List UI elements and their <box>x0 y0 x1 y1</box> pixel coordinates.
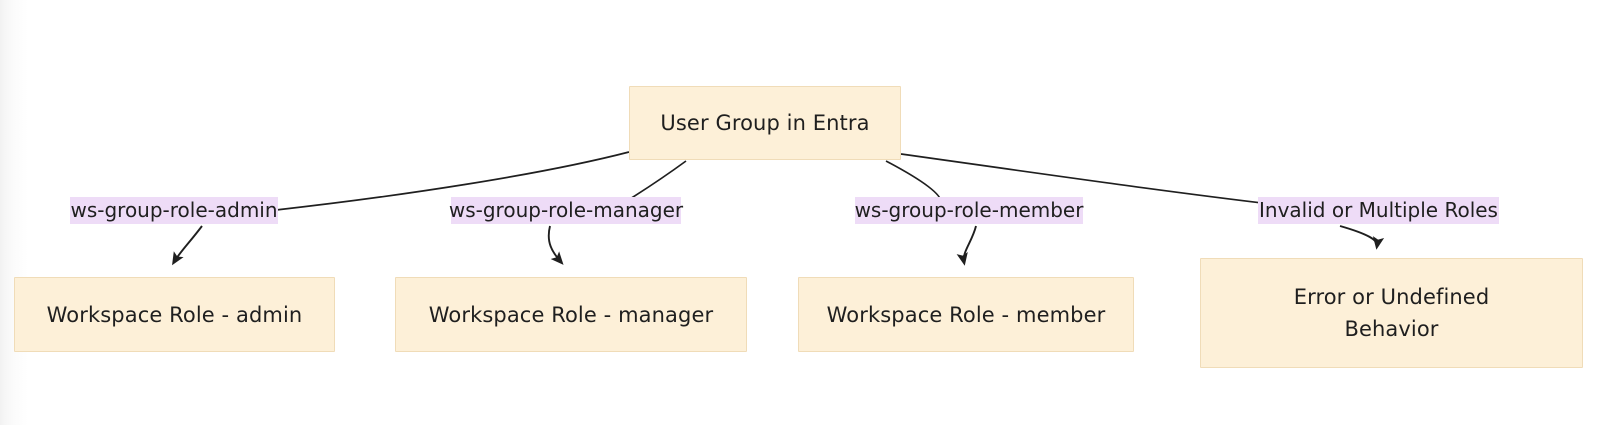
node-error-or-undefined-behavior[interactable]: Error or Undefined Behavior <box>1200 258 1583 368</box>
edge-member-label-to-node <box>956 225 977 266</box>
node-user-group-entra[interactable]: User Group in Entra <box>629 86 901 160</box>
edge-label-ws-group-role-admin: ws-group-role-admin <box>70 197 278 224</box>
edge-label-ws-group-role-member: ws-group-role-member <box>855 197 1083 224</box>
edge-manager-label-to-node <box>547 225 564 265</box>
node-error-or-undefined-behavior-label: Error or Undefined Behavior <box>1293 285 1490 341</box>
node-workspace-role-manager-label: Workspace Role - manager <box>428 302 714 327</box>
edge-label-ws-group-role-admin-text: ws-group-role-admin <box>70 198 278 222</box>
edge-label-ws-group-role-manager-text: ws-group-role-manager <box>448 198 684 222</box>
node-workspace-role-admin[interactable]: Workspace Role - admin <box>14 277 335 352</box>
node-workspace-role-member-label: Workspace Role - member <box>826 302 1106 327</box>
node-workspace-role-admin-label: Workspace Role - admin <box>46 302 303 327</box>
edge-admin-label-to-node <box>172 225 203 266</box>
node-workspace-role-manager[interactable]: Workspace Role - manager <box>395 277 747 352</box>
node-workspace-role-member[interactable]: Workspace Role - member <box>798 277 1134 352</box>
edge-label-invalid-or-multiple-roles-text: Invalid or Multiple Roles <box>1259 198 1498 222</box>
node-user-group-entra-label: User Group in Entra <box>660 111 870 135</box>
edge-invalid-label-to-node <box>1339 225 1385 250</box>
edge-label-ws-group-role-member-text: ws-group-role-member <box>854 198 1084 222</box>
edge-label-invalid-or-multiple-roles: Invalid or Multiple Roles <box>1258 197 1499 224</box>
edge-label-ws-group-role-manager: ws-group-role-manager <box>448 197 684 224</box>
